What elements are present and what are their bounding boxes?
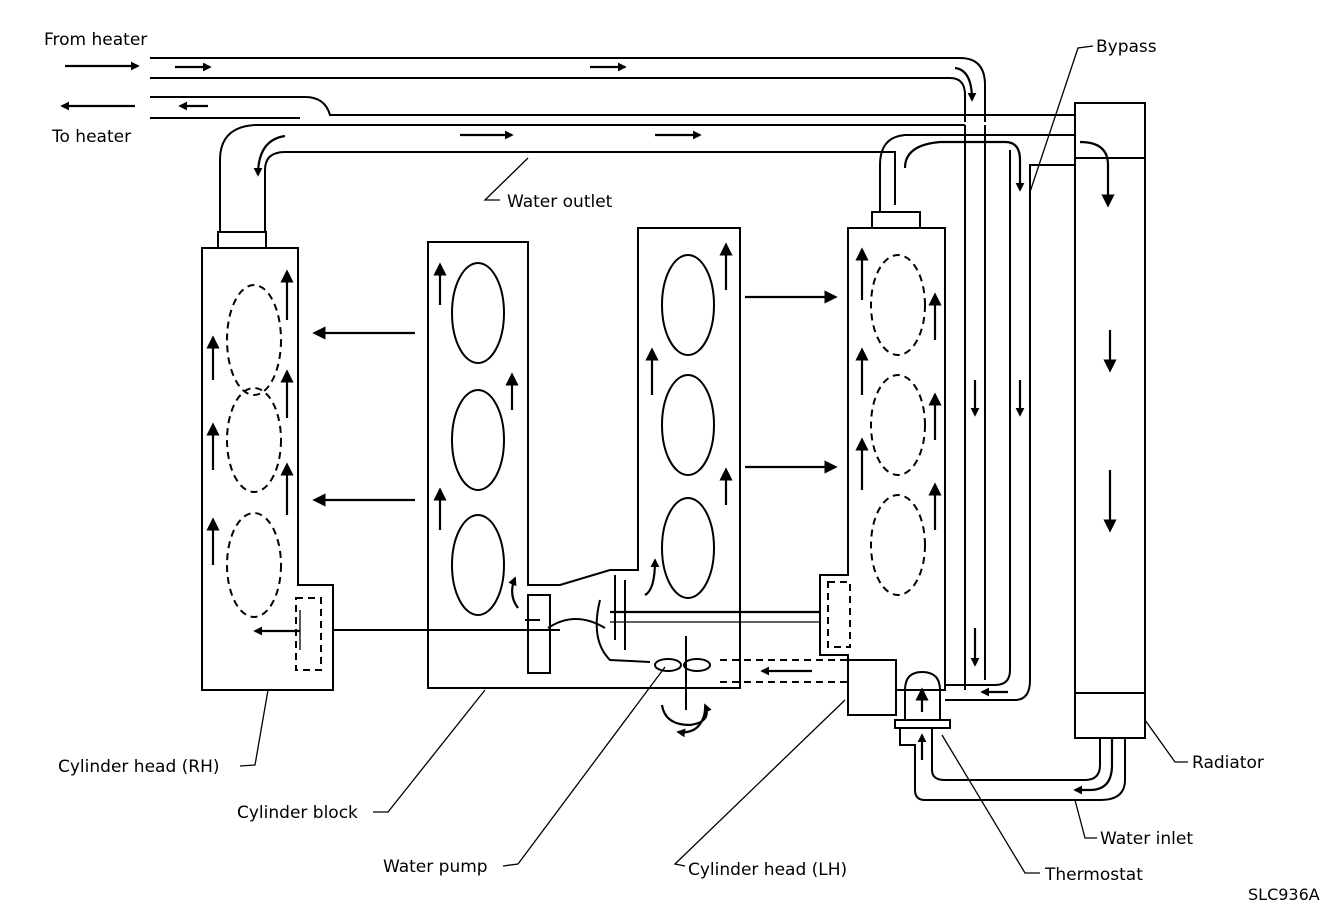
cylinder-head-lh <box>819 211 946 716</box>
cylinder-head-lh-label: Cylinder head (LH) <box>688 860 847 880</box>
water-pump <box>654 636 712 738</box>
water-outlet-label: Water outlet <box>507 192 613 212</box>
cylinder-block-label: Cylinder block <box>237 803 358 823</box>
thermostat <box>894 670 1126 801</box>
water-inlet-label: Water inlet <box>1100 829 1193 849</box>
water-pump-label: Water pump <box>383 857 488 877</box>
bypass-tubes <box>945 125 1075 701</box>
radiator <box>1074 102 1146 739</box>
cylinder-block <box>427 227 741 689</box>
thermostat-label: Thermostat <box>1044 865 1143 885</box>
radiator-label: Radiator <box>1192 753 1264 773</box>
from-heater-label: From heater <box>44 30 147 50</box>
heater-pipes <box>60 57 1075 122</box>
to-heater-label: To heater <box>51 127 131 147</box>
cylinder-head-rh <box>201 231 334 691</box>
crossflow-arrows <box>312 290 838 507</box>
cylinder-head-rh-label: Cylinder head (RH) <box>58 757 220 777</box>
figure-code: SLC936A <box>1248 885 1320 904</box>
leader-lines <box>239 45 1188 874</box>
bypass-label: Bypass <box>1096 37 1157 57</box>
water-outlet-pipe <box>219 124 1075 232</box>
